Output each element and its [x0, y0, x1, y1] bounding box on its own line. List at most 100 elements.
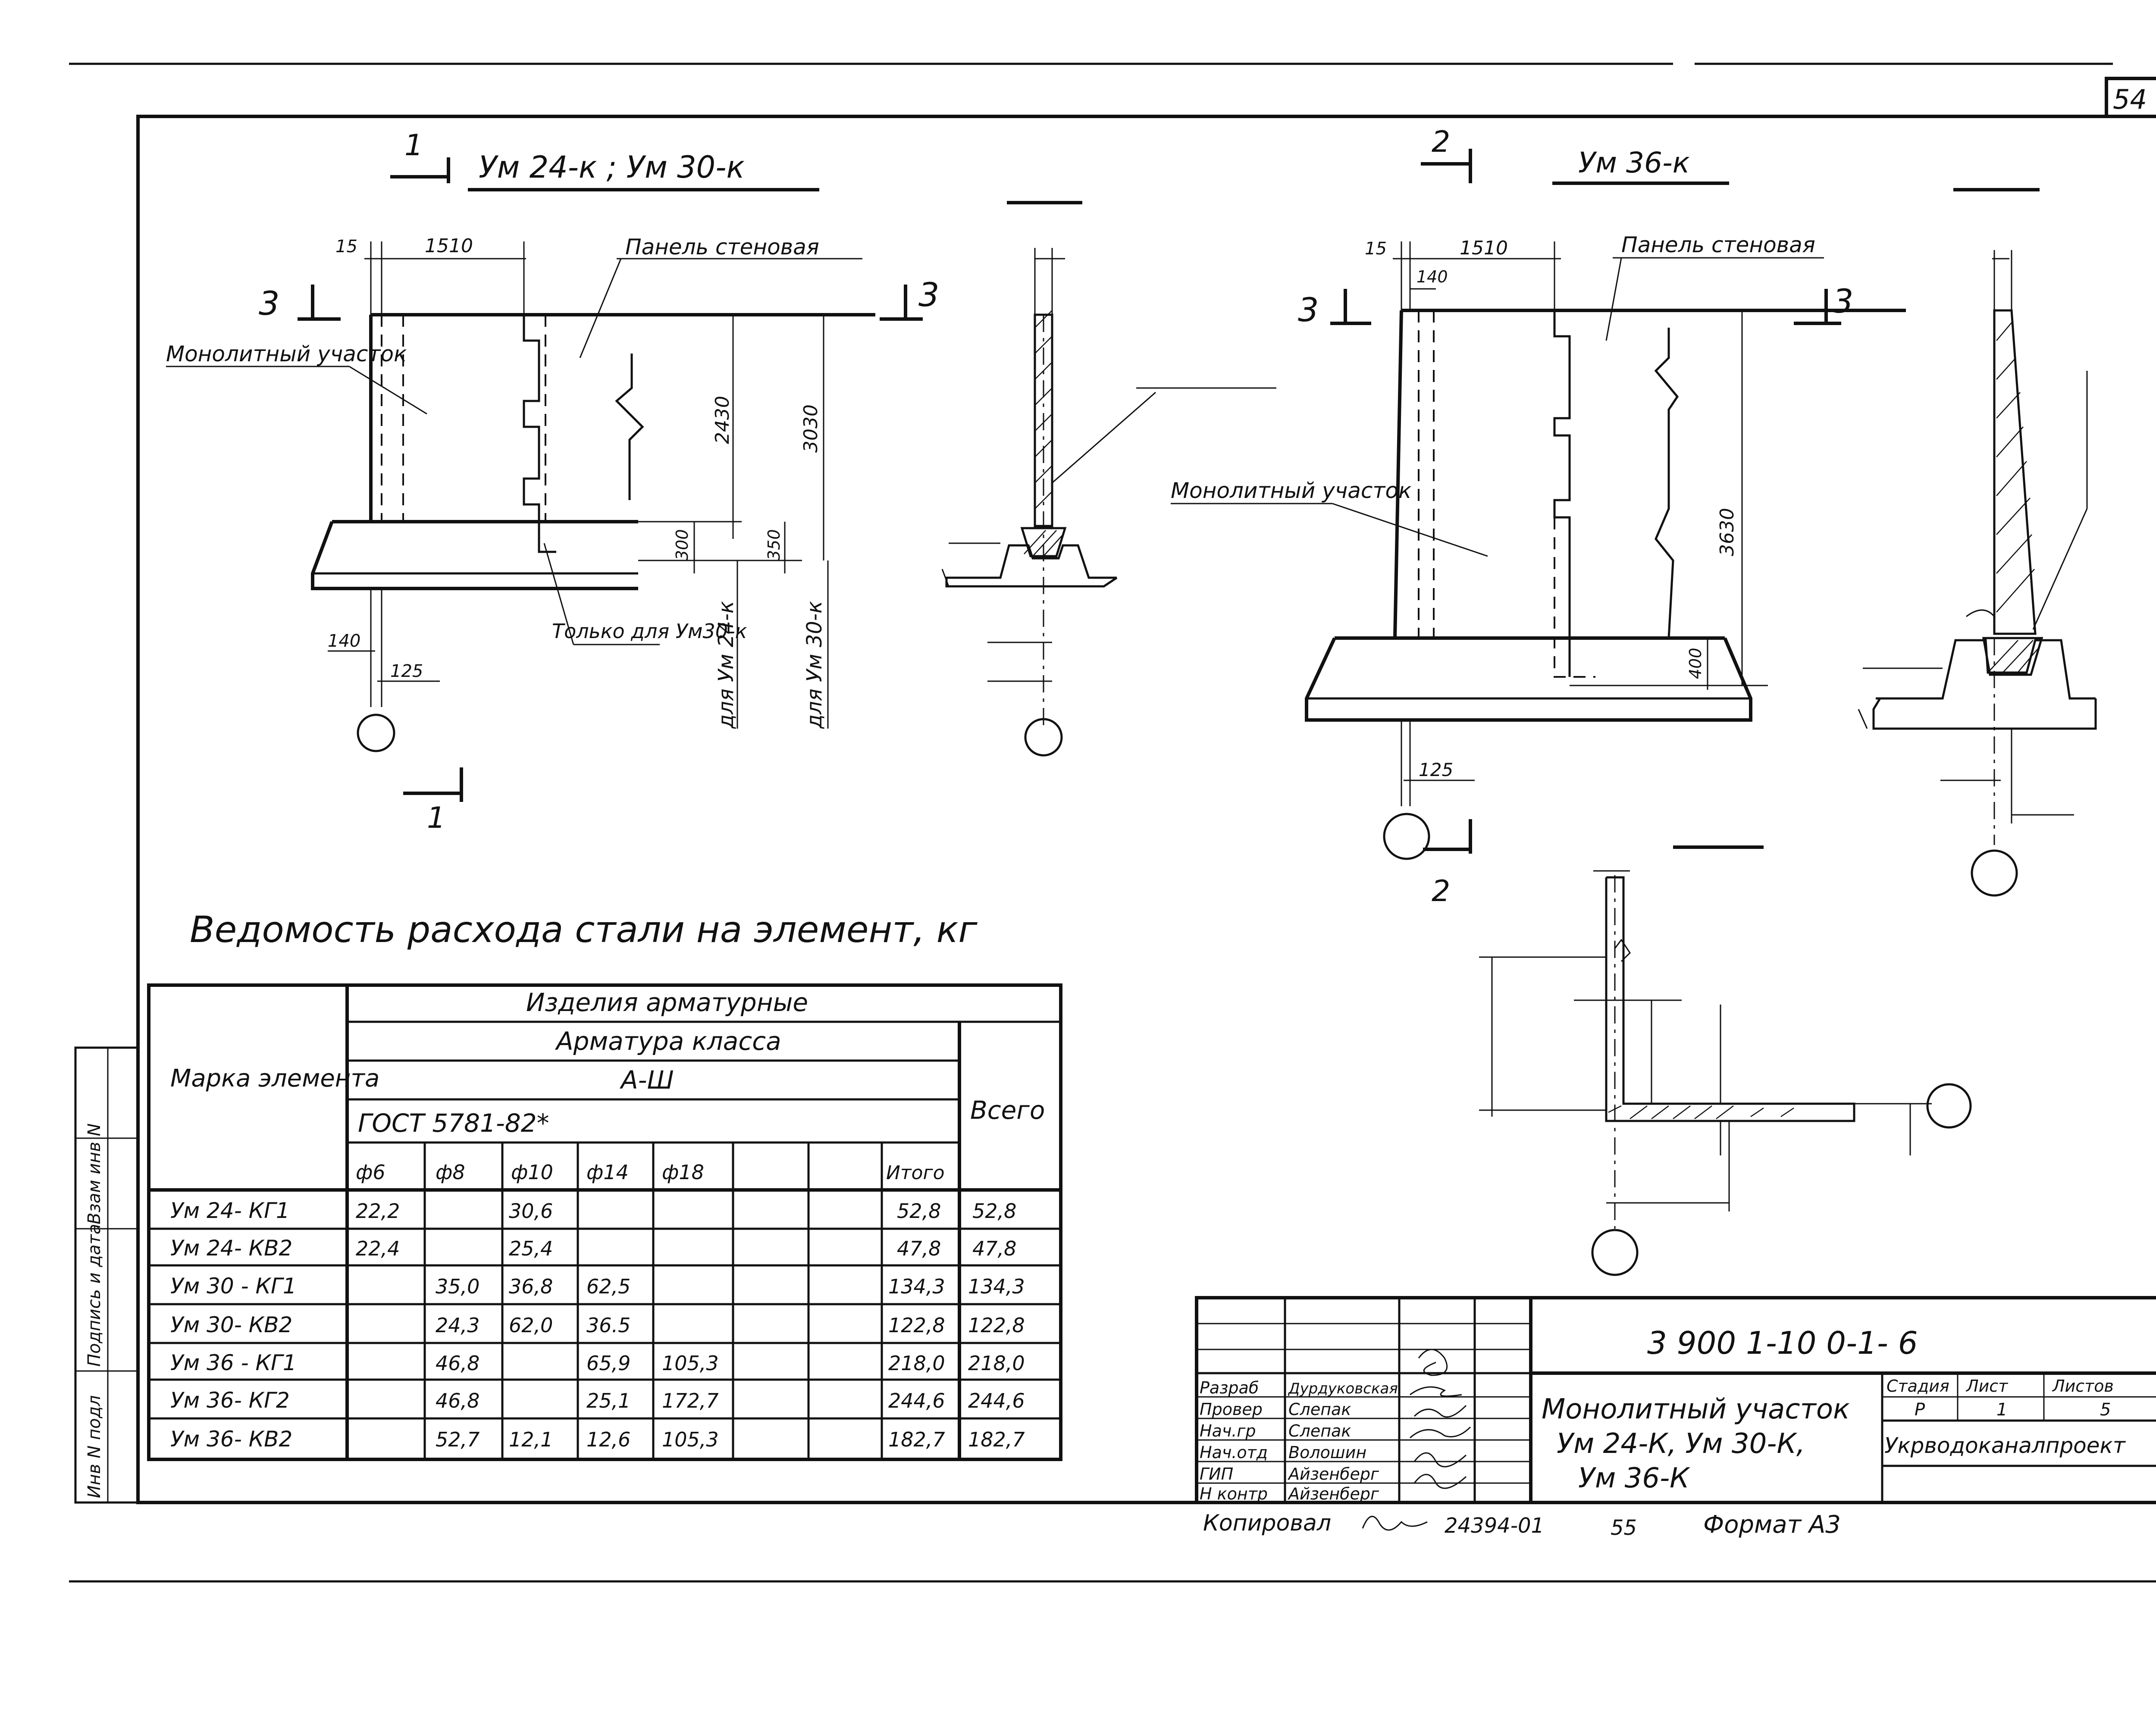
- svg-text:Арматура класса: Арматура класса: [555, 1027, 781, 1056]
- svg-text:15: 15: [1365, 239, 1387, 259]
- svg-text:182,7: 182,7: [968, 1428, 1025, 1451]
- svg-text:140: 140: [328, 631, 360, 651]
- svg-text:1: 1: [1996, 1400, 2007, 1420]
- svg-text:52,8: 52,8: [972, 1199, 1016, 1223]
- svg-text:22,4: 22,4: [356, 1237, 400, 1260]
- svg-text:Дурдуковская: Дурдуковская: [1288, 1380, 1398, 1397]
- svg-text:Слепак: Слепак: [1288, 1400, 1351, 1419]
- svg-text:1510: 1510: [1460, 237, 1508, 259]
- svg-text:400: 400: [1686, 648, 1705, 679]
- svg-text:3: 3: [1298, 291, 1319, 329]
- svg-text:Взам инв N: Взам инв N: [85, 1124, 104, 1224]
- document-code: 3 900 1-10 0-1- 6: [1647, 1325, 1918, 1361]
- svg-text:140: 140: [1416, 267, 1448, 286]
- svg-text:122,8: 122,8: [888, 1314, 945, 1337]
- svg-text:ф10: ф10: [511, 1161, 553, 1184]
- svg-text:244,6: 244,6: [968, 1389, 1025, 1412]
- svg-text:Слепак: Слепак: [1288, 1421, 1351, 1440]
- svg-text:30,6: 30,6: [509, 1199, 553, 1223]
- svg-text:2: 2: [1432, 125, 1450, 159]
- svg-text:172,7: 172,7: [662, 1389, 719, 1412]
- svg-text:24394-01: 24394-01: [1445, 1514, 1544, 1538]
- section-1-1: [941, 201, 1276, 757]
- svg-text:Ум 30 - КГ1: Ум 30 - КГ1: [170, 1274, 297, 1299]
- svg-text:А-Ш: А-Ш: [619, 1065, 674, 1095]
- svg-text:Всего: Всего: [970, 1096, 1045, 1125]
- svg-text:25,4: 25,4: [509, 1237, 553, 1260]
- svg-text:55: 55: [1611, 1516, 1637, 1540]
- axis-bubble-right: [1383, 813, 1430, 860]
- svg-text:ф8: ф8: [436, 1161, 465, 1184]
- svg-text:36,8: 36,8: [509, 1275, 553, 1298]
- table-column-headers: ф6 ф8 ф10 ф14 ф18 Итого: [356, 1161, 945, 1184]
- svg-text:ф6: ф6: [356, 1161, 385, 1184]
- footer: Копировал 24394-01 55 Формат А3: [1203, 1510, 1841, 1540]
- table-row: Ум 24- КГ1 22,2 30,6 52,8 52,8: [170, 1198, 1016, 1223]
- svg-text:Только для Ум30-к: Только для Ум30-к: [552, 620, 747, 643]
- svg-text:Марка элемента: Марка элемента: [170, 1064, 379, 1092]
- svg-text:122,8: 122,8: [968, 1314, 1025, 1337]
- svg-text:Р: Р: [1915, 1400, 1925, 1420]
- svg-text:125: 125: [390, 661, 423, 681]
- svg-text:134,3: 134,3: [968, 1275, 1025, 1298]
- svg-text:65,9: 65,9: [586, 1352, 630, 1375]
- table-row: Ум 36- КГ2 46,8 25,1 172,7 244,6 244,6: [170, 1388, 1025, 1413]
- svg-text:12,6: 12,6: [586, 1428, 630, 1451]
- side-stamp: Инв N подл Подпись и дата Взам инв N: [74, 1046, 139, 1504]
- svg-text:2: 2: [1432, 874, 1450, 908]
- svg-text:5: 5: [2100, 1400, 2111, 1420]
- view-title-right: Ум 36-к: [1578, 146, 1690, 179]
- section-2-2: [1858, 188, 2097, 897]
- svg-text:105,3: 105,3: [662, 1428, 719, 1451]
- svg-text:24,3: 24,3: [436, 1314, 479, 1337]
- svg-text:36.5: 36.5: [586, 1314, 630, 1337]
- svg-text:Стадия: Стадия: [1887, 1377, 1949, 1396]
- svg-text:52,7: 52,7: [436, 1428, 479, 1451]
- svg-text:Монолитный участок: Монолитный участок: [1171, 478, 1411, 503]
- organization: Укрводоканалпроект: [1884, 1433, 2126, 1458]
- svg-text:3: 3: [259, 284, 279, 322]
- table-row: Ум 36 - КГ1 46,8 65,9 105,3 218,0 218,0: [170, 1350, 1025, 1375]
- svg-text:Лист: Лист: [1965, 1377, 2009, 1396]
- title-block: 3 900 1-10 0-1- 6 Монолитный участок Ум …: [1195, 1296, 2156, 1504]
- svg-text:47,8: 47,8: [897, 1237, 941, 1260]
- steel-table: Ведомость расхода стали на элемент, кг М…: [147, 908, 1062, 1461]
- svg-text:ГИП: ГИП: [1200, 1465, 1233, 1484]
- table-caption: Ведомость расхода стали на элемент, кг: [190, 908, 978, 951]
- svg-text:Провер: Провер: [1200, 1400, 1263, 1419]
- svg-text:300: 300: [673, 529, 692, 560]
- svg-text:1510: 1510: [425, 235, 473, 257]
- svg-text:ф18: ф18: [662, 1161, 704, 1184]
- view-um36: 2 Ум 36-к 3 3 15 1510 140 3630: [1171, 125, 1906, 908]
- svg-text:Ум 36-К: Ум 36-К: [1578, 1462, 1690, 1494]
- svg-text:Разраб: Разраб: [1200, 1378, 1259, 1397]
- svg-text:Итого: Итого: [886, 1162, 945, 1184]
- svg-text:Нач.гр: Нач.гр: [1200, 1421, 1256, 1440]
- svg-text:25,1: 25,1: [586, 1389, 630, 1412]
- signatures: [1410, 1349, 1471, 1489]
- svg-text:3630: 3630: [1716, 508, 1738, 556]
- signature-roles: Разраб Дурдуковская Провер Слепак Нач.гр…: [1200, 1378, 1398, 1503]
- svg-text:Волошин: Волошин: [1288, 1443, 1366, 1462]
- svg-text:для Ум 30-к: для Ум 30-к: [802, 601, 827, 729]
- label-panel-left: Панель стеновая: [625, 235, 819, 260]
- svg-text:Нач.отд: Нач.отд: [1200, 1443, 1268, 1462]
- axis-bubble-left: [357, 714, 395, 752]
- svg-text:Айзенберг: Айзенберг: [1287, 1465, 1379, 1484]
- svg-text:Монолитный участок: Монолитный участок: [166, 341, 407, 366]
- svg-text:Ум 24-К, Ум 30-К,: Ум 24-К, Ум 30-К,: [1557, 1428, 1805, 1460]
- view-title-left: Ум 24-к ; Ум 30-к: [479, 150, 745, 185]
- table-row: Ум 36- КВ2 52,7 12,1 12,6 105,3 182,7 18…: [170, 1427, 1025, 1452]
- section-mark-1-top: 1: [404, 128, 423, 163]
- sheet-frame: [136, 115, 2156, 1504]
- svg-text:Формат А3: Формат А3: [1703, 1511, 1841, 1539]
- svg-text:134,3: 134,3: [888, 1275, 945, 1298]
- svg-text:2430: 2430: [711, 396, 733, 444]
- svg-text:3: 3: [1833, 282, 1853, 320]
- svg-text:105,3: 105,3: [662, 1352, 719, 1375]
- svg-text:Подпись и дата: Подпись и дата: [85, 1224, 104, 1367]
- svg-text:Инв N подл: Инв N подл: [85, 1395, 104, 1498]
- svg-text:Копировал: Копировал: [1203, 1510, 1331, 1536]
- svg-text:35,0: 35,0: [436, 1275, 479, 1298]
